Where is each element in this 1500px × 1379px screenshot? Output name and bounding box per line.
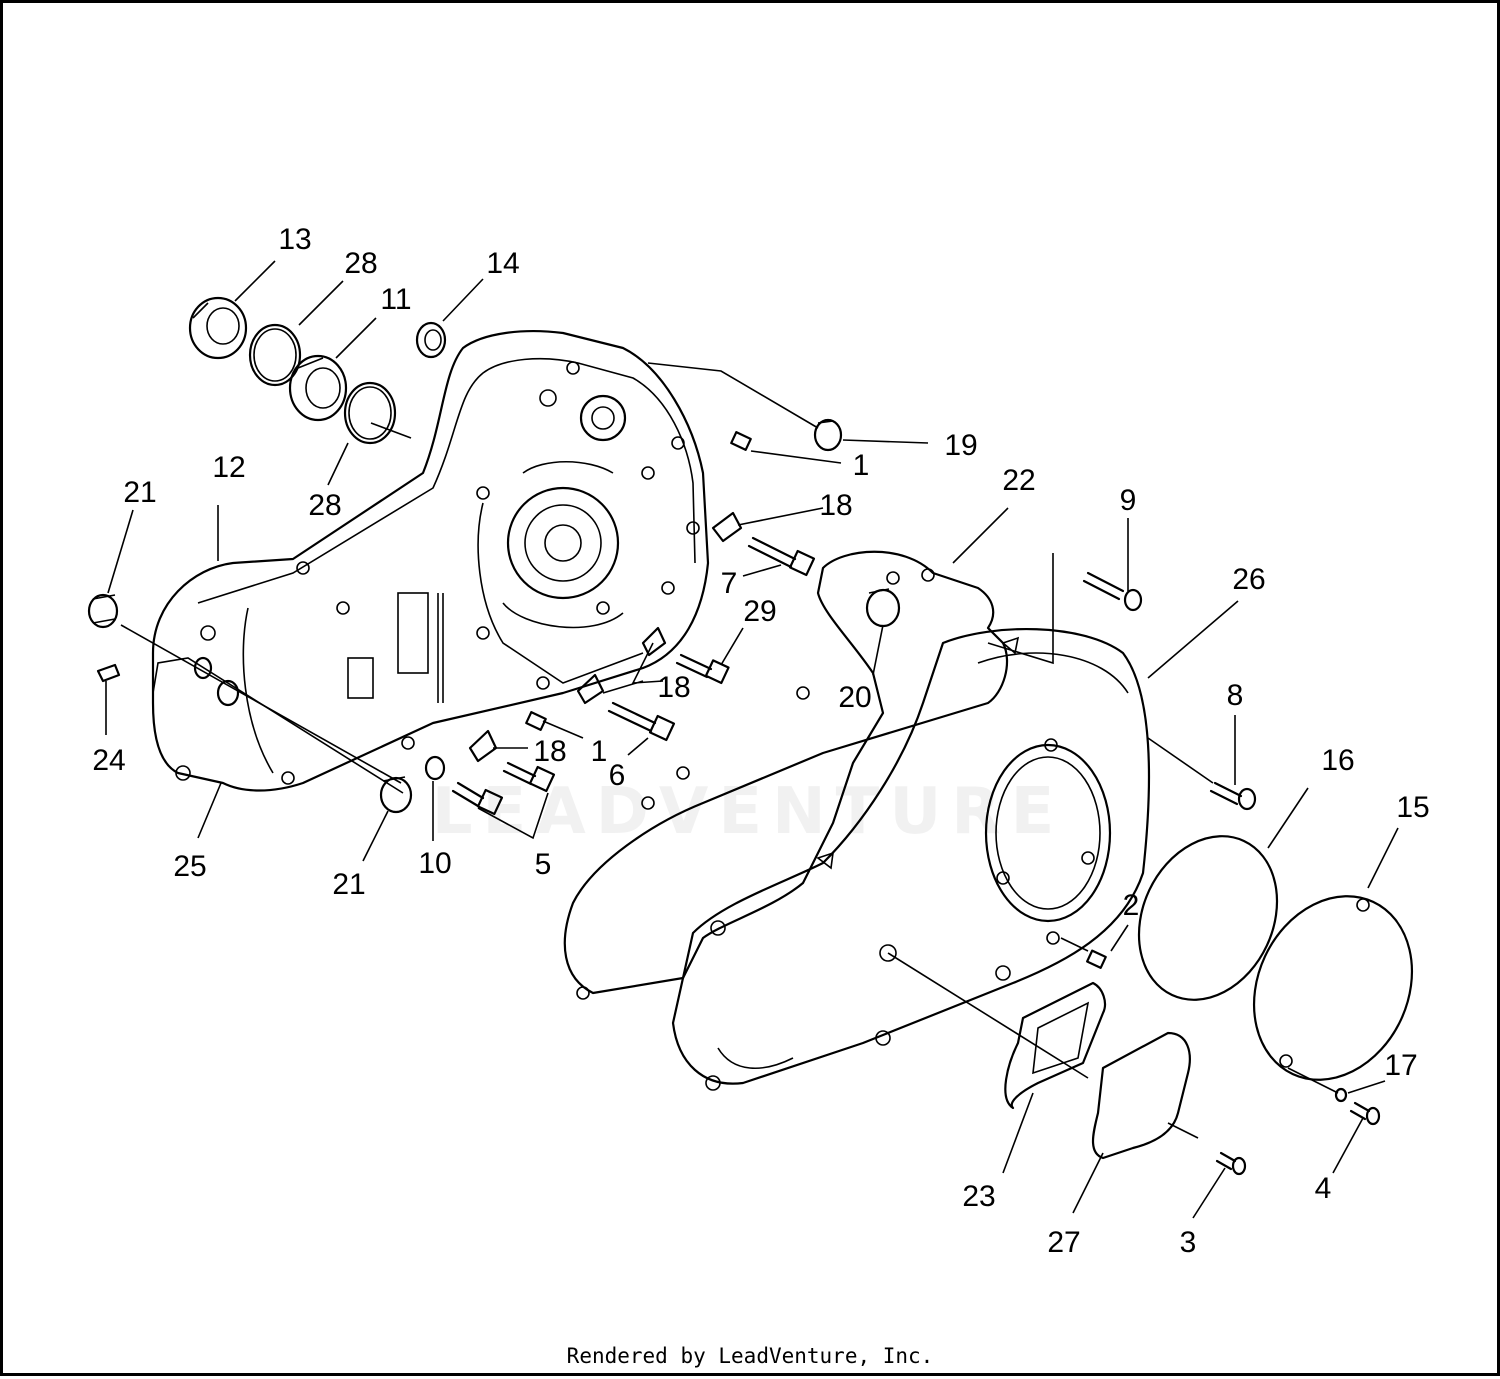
inner-primary-housing <box>151 330 710 792</box>
bearing-13 <box>188 296 248 360</box>
retaining-ring-28-lower <box>343 381 397 445</box>
callout-11: 11 <box>380 283 411 316</box>
callout-1-lower: 1 <box>591 735 608 768</box>
callout-27: 27 <box>1047 1226 1080 1259</box>
leader-lines <box>105 260 1399 1219</box>
callout-13: 13 <box>278 223 311 256</box>
clip-18-b <box>641 626 667 657</box>
callout-6: 6 <box>609 759 626 792</box>
callout-17: 17 <box>1384 1049 1417 1082</box>
callout-25: 25 <box>173 850 206 883</box>
callout-21-upper: 21 <box>123 476 156 509</box>
callout-26: 26 <box>1232 563 1265 596</box>
screw-3 <box>1215 1151 1247 1176</box>
exploded-parts-diagram: LEADVENTURE <box>87 223 1430 1259</box>
callout-28-bottom: 28 <box>308 489 341 522</box>
callout-8: 8 <box>1227 679 1244 712</box>
callout-7: 7 <box>721 567 738 600</box>
callout-14: 14 <box>486 247 519 280</box>
callout-18-middle: 18 <box>657 671 690 704</box>
callout-28-top: 28 <box>344 247 377 280</box>
gasket-16 <box>1137 835 1279 1001</box>
bushing-21-upper <box>87 593 119 629</box>
seal-14 <box>415 321 447 359</box>
callout-15: 15 <box>1396 791 1429 824</box>
spacer-19 <box>813 418 843 452</box>
derby-cover-15 <box>1252 895 1414 1081</box>
callout-5: 5 <box>535 848 552 881</box>
dowel-pin-1-upper <box>730 431 752 451</box>
screw-4 <box>1349 1101 1381 1126</box>
retaining-ring-28-upper <box>248 323 302 387</box>
callout-4: 4 <box>1315 1172 1332 1205</box>
bolt-5-b <box>502 761 556 793</box>
callout-12: 12 <box>212 451 245 484</box>
callout-18-lower: 18 <box>533 735 566 768</box>
bolt-5-a <box>451 781 504 816</box>
outer-primary-cover-26 <box>671 627 1151 1091</box>
screw-8 <box>1209 781 1257 811</box>
clip-18-c <box>576 673 605 705</box>
callout-22: 22 <box>1002 464 1035 497</box>
callout-20: 20 <box>838 681 871 714</box>
callout-2: 2 <box>1123 889 1140 922</box>
screw-9 <box>1082 571 1143 612</box>
bolt-29 <box>675 653 730 685</box>
callout-16: 16 <box>1321 744 1354 777</box>
callout-9: 9 <box>1120 484 1137 517</box>
callout-24: 24 <box>92 744 125 777</box>
dowel-pin-1-lower <box>525 711 547 731</box>
callout-10: 10 <box>418 847 451 880</box>
callout-1-upper: 1 <box>853 449 870 482</box>
washer-10 <box>424 755 446 781</box>
bolt-7 <box>747 536 816 577</box>
callout-19: 19 <box>944 429 977 462</box>
footer-credit: Rendered by LeadVenture, Inc. <box>566 1344 934 1368</box>
callout-23: 23 <box>962 1180 995 1213</box>
clip-18-a <box>711 511 743 543</box>
gasket-22 <box>563 550 1008 995</box>
clip-18-d <box>468 729 498 763</box>
washer-17 <box>1334 1087 1348 1103</box>
inspection-cover-27 <box>1091 1031 1191 1160</box>
spacer-20 <box>865 588 901 628</box>
callout-3: 3 <box>1180 1226 1197 1259</box>
bearing-11 <box>288 354 348 422</box>
callout-29: 29 <box>743 595 776 628</box>
callout-18-upper: 18 <box>819 489 852 522</box>
gasket-23 <box>1004 981 1107 1110</box>
plug-24 <box>96 663 121 683</box>
callout-labels: 13 28 11 14 19 1 12 21 28 18 22 9 26 7 2… <box>92 223 1429 1259</box>
callout-21-lower: 21 <box>332 868 365 901</box>
screw-2 <box>1086 949 1107 969</box>
bolt-6 <box>607 701 676 742</box>
watermark-text: LEADVENTURE <box>432 775 1065 849</box>
